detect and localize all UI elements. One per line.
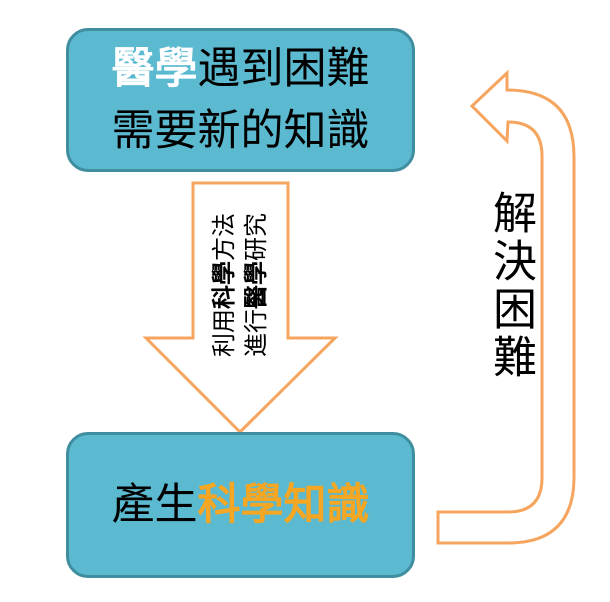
text: 研究 — [242, 213, 270, 261]
knowledge-line: 產生科學知識 — [112, 474, 370, 536]
research-method-label: 利用科學方法 進行醫學研究 — [208, 213, 272, 357]
text: 醫學 — [242, 261, 270, 309]
knowledge-prefix: 產生 — [111, 480, 198, 530]
medicine-highlight: 醫學 — [111, 44, 198, 94]
problem-line-2: 需要新的知識 — [111, 106, 370, 156]
down-arrow — [142, 181, 339, 435]
problem-line-1: 醫學遇到困難 — [112, 38, 370, 100]
method-line-2: 進行醫學研究 — [240, 213, 272, 357]
problem-text: 遇到困難 — [197, 44, 370, 94]
scientific-knowledge-highlight: 科學知識 — [197, 480, 370, 530]
return-arrow — [436, 69, 576, 545]
problem-box: 醫學遇到困難 需要新的知識 — [66, 28, 415, 172]
method-line-1: 利用科學方法 — [208, 213, 240, 357]
text: 利用 — [210, 309, 238, 357]
knowledge-box: 產生科學知識 — [66, 432, 415, 578]
text: 方法 — [210, 213, 238, 261]
text: 進行 — [242, 309, 270, 357]
solve-problem-label: 解決困難 — [485, 190, 536, 382]
text: 科學 — [210, 261, 238, 309]
